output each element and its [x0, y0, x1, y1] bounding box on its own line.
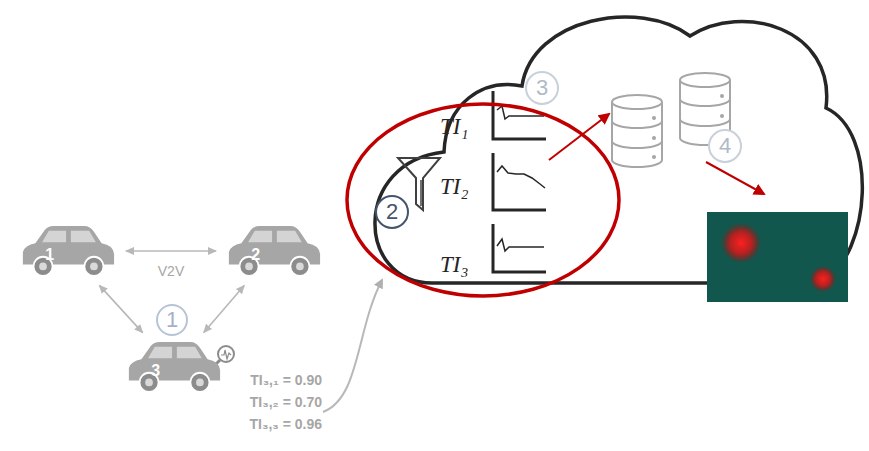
v2v-link: [204, 286, 244, 333]
upload-arrow: [323, 280, 382, 412]
chart-axes: [493, 153, 546, 210]
callout-number: 3: [525, 71, 559, 105]
heat-spot: [721, 223, 761, 263]
heat-map: [707, 212, 848, 302]
database-body: [612, 102, 662, 167]
callout-number: 2: [375, 195, 409, 229]
car-window: [177, 347, 202, 359]
signal-trace: [221, 350, 231, 359]
callout-number: 4: [708, 129, 742, 163]
magnifier-lens: [218, 346, 234, 362]
trust-value: TI₃,₃ = 0.96: [250, 416, 322, 432]
car-hub: [90, 263, 98, 271]
v2v-link: [99, 285, 142, 332]
car-node: 1: [20, 224, 116, 278]
car-window: [71, 231, 96, 243]
chart-curve: [497, 166, 545, 188]
trust-value: TI₃,₂ = 0.70: [250, 394, 322, 410]
database-band: [612, 121, 662, 148]
car-hub: [245, 263, 253, 271]
flow-arrow: [706, 162, 764, 194]
car-hub: [296, 263, 304, 271]
database-symbol: [612, 95, 662, 167]
car-number: 1: [20, 246, 80, 264]
car-window: [148, 347, 172, 359]
car-node: 2: [226, 224, 322, 278]
car-wheel: [190, 373, 209, 392]
v2v-link: [126, 250, 216, 252]
car-hub: [145, 379, 153, 387]
trust-index-label: TI₂: [440, 174, 468, 200]
car-wheel: [290, 257, 309, 276]
chart-curve: [497, 239, 544, 251]
database-dot: [652, 116, 656, 120]
car-hub: [39, 263, 47, 271]
car-number: 2: [226, 246, 286, 264]
callout-number: 1: [156, 304, 188, 336]
car-wheel: [84, 257, 103, 276]
database-band: [680, 99, 730, 126]
database-dot: [652, 155, 656, 159]
database-dot: [720, 114, 724, 118]
chart-axes: [493, 224, 546, 272]
database-top: [680, 73, 730, 87]
database-dot: [652, 136, 656, 140]
trust-value: TI₃,₁ = 0.90: [250, 372, 322, 388]
database-top: [612, 95, 662, 109]
car-number: 3: [126, 362, 186, 380]
car-symbol: [126, 340, 222, 394]
car-hub: [196, 379, 204, 387]
car-window: [248, 231, 272, 243]
car-window: [277, 231, 302, 243]
car-symbol: [226, 224, 322, 278]
car-window: [42, 231, 66, 243]
trust-index-label: TI₃: [440, 252, 468, 278]
filter-funnel: [420, 180, 422, 206]
database-dot: [720, 94, 724, 98]
ellipse-outline: [347, 104, 619, 296]
heat-spot: [810, 266, 836, 292]
car-node: 3: [126, 340, 222, 394]
edge-label: V2V: [158, 263, 184, 279]
car-symbol: [20, 224, 116, 278]
trust-index-label: TI₁: [440, 114, 468, 140]
